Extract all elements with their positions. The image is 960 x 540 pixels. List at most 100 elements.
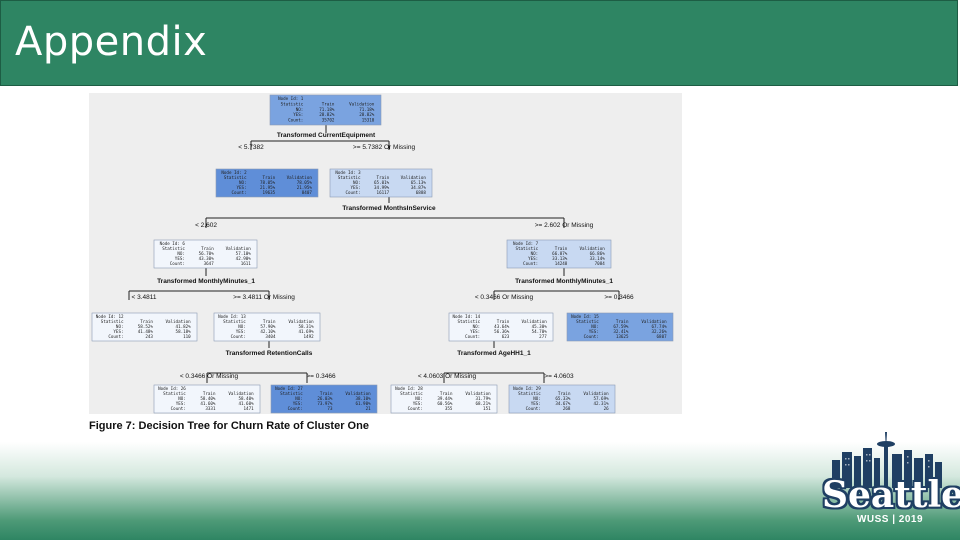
node-box: [448, 312, 554, 342]
node-7-cell: 7084: [595, 261, 606, 266]
node-1-cell: 28.82%: [359, 112, 375, 117]
node-12-cell: 110: [183, 334, 191, 339]
node-15-cell: 6807: [657, 334, 668, 339]
node-27-cell: 38.10%: [355, 396, 371, 401]
node-7-cell: Statistic: [515, 246, 538, 251]
node-13-cell: 57.90%: [260, 324, 276, 329]
node-28-cell: Train: [440, 391, 453, 396]
footer-gradient-band: [0, 442, 960, 540]
node-1-cell: 71.18%: [359, 107, 375, 112]
node-29-cell: Validation: [583, 391, 609, 396]
node-15-cell: Validation: [641, 319, 667, 324]
node-12-cell: 58.18%: [176, 329, 192, 334]
node-box: [270, 384, 378, 414]
node-27-cell: Count:: [288, 406, 303, 411]
node-26-cell: 41.60%: [238, 401, 254, 406]
node-2-cell: Statistic: [224, 175, 247, 180]
node-7-cell: YES:: [528, 256, 538, 261]
figure-caption: Figure 7: Decision Tree for Churn Rate o…: [89, 420, 369, 432]
logo-subtitle: WUSS | 2019: [856, 514, 924, 525]
node-1-cell: 28.82%: [319, 112, 335, 117]
node-3-cell: 65.01%: [374, 180, 390, 185]
skyline-icon: [832, 432, 942, 488]
node-box: [213, 312, 321, 342]
node-7-cell: 66.87%: [552, 251, 568, 256]
node-15-cell: 32.26%: [651, 329, 667, 334]
node-7-cell: Validation: [580, 246, 606, 251]
node-3-cell: 34.87%: [411, 185, 427, 190]
node-14-cell: YES:: [470, 329, 480, 334]
node-2-cell: 78.05%: [297, 180, 313, 185]
node-6-cell: 42.90%: [236, 256, 252, 261]
node-15-cell: 13625: [616, 334, 629, 339]
node-6-cell: Count:: [170, 261, 185, 266]
node-6-cell: 3647: [204, 261, 215, 266]
node-12-cell: Validation: [165, 319, 191, 324]
node-13-cell: Validation: [288, 319, 314, 324]
node-12-cell: Count:: [108, 334, 123, 339]
node-12-cell: YES:: [113, 329, 123, 334]
node-3-cell: 34.99%: [374, 185, 390, 190]
node-28-cell: Count:: [408, 406, 423, 411]
node-28-cell: 151: [483, 406, 491, 411]
node-14-cell: Train: [497, 319, 510, 324]
node-29-cell: 34.67%: [555, 401, 571, 406]
node-26-cell: Count:: [171, 406, 186, 411]
node-29-cell: 57.69%: [593, 396, 609, 401]
node-27-cell: 73: [327, 406, 333, 411]
node-14-cell: Validation: [522, 319, 548, 324]
slide-title: Appendix: [15, 19, 208, 65]
edge-label-node-28: < 4.0603 Or Missing: [418, 373, 477, 380]
node-14-cell: 45.30%: [532, 324, 548, 329]
node-7-cell: 33.14%: [590, 256, 606, 261]
decision-tree-figure: Transformed CurrentEquipment Transformed…: [89, 93, 682, 414]
node-14-cell: Count:: [465, 334, 480, 339]
node-7-cell: NO:: [531, 251, 539, 256]
node-6-cell: NO:: [177, 251, 185, 256]
node-29-cell: YES:: [531, 401, 541, 406]
node-3-cell: Count:: [345, 190, 360, 195]
edge-label-node-14: < 0.3466 Or Missing: [475, 294, 534, 301]
node-14-cell: 277: [539, 334, 547, 339]
node-15-cell: 67.74%: [651, 324, 667, 329]
node-28-cell: 355: [445, 406, 453, 411]
node-box: [153, 239, 258, 269]
node-3-cell: 6888: [416, 190, 427, 195]
node-13-cell: Train: [263, 319, 276, 324]
node-7-cell: Count:: [523, 261, 538, 266]
node-27-cell: Node Id: 27: [275, 386, 303, 391]
node-12-cell: NO:: [116, 324, 124, 329]
node-29-cell: 65.33%: [555, 396, 571, 401]
node-27-cell: 26.03%: [317, 396, 333, 401]
node-6-cell: Validation: [226, 246, 252, 251]
node-2-cell: Node Id: 2: [221, 170, 247, 175]
title-bar: Appendix: [0, 0, 958, 86]
node-13-cell: Node Id: 13: [218, 314, 246, 319]
node-26-cell: Train: [203, 391, 216, 396]
node-27-cell: 61.90%: [355, 401, 371, 406]
node-box: [153, 384, 261, 414]
node-6-cell: Train: [201, 246, 214, 251]
logo-word: Seattle: [822, 474, 960, 516]
node-14-cell: 623: [502, 334, 510, 339]
node-2-cell: 21.95%: [297, 185, 313, 190]
split-age-hh1: Transformed AgeHH1_1: [457, 350, 531, 357]
node-2-cell: Train: [263, 175, 276, 180]
split-current-equipment: Transformed CurrentEquipment: [277, 132, 376, 139]
node-box: [390, 384, 498, 414]
node-6-cell: 43.30%: [199, 256, 215, 261]
node-28-cell: Validation: [465, 391, 491, 396]
node-14-cell: 43.64%: [494, 324, 510, 329]
node-box: [215, 168, 319, 198]
node-6-cell: YES:: [175, 256, 185, 261]
node-27-cell: Train: [320, 391, 333, 396]
edge-label-node-3: >= 5.7382 Or Missing: [353, 144, 416, 151]
